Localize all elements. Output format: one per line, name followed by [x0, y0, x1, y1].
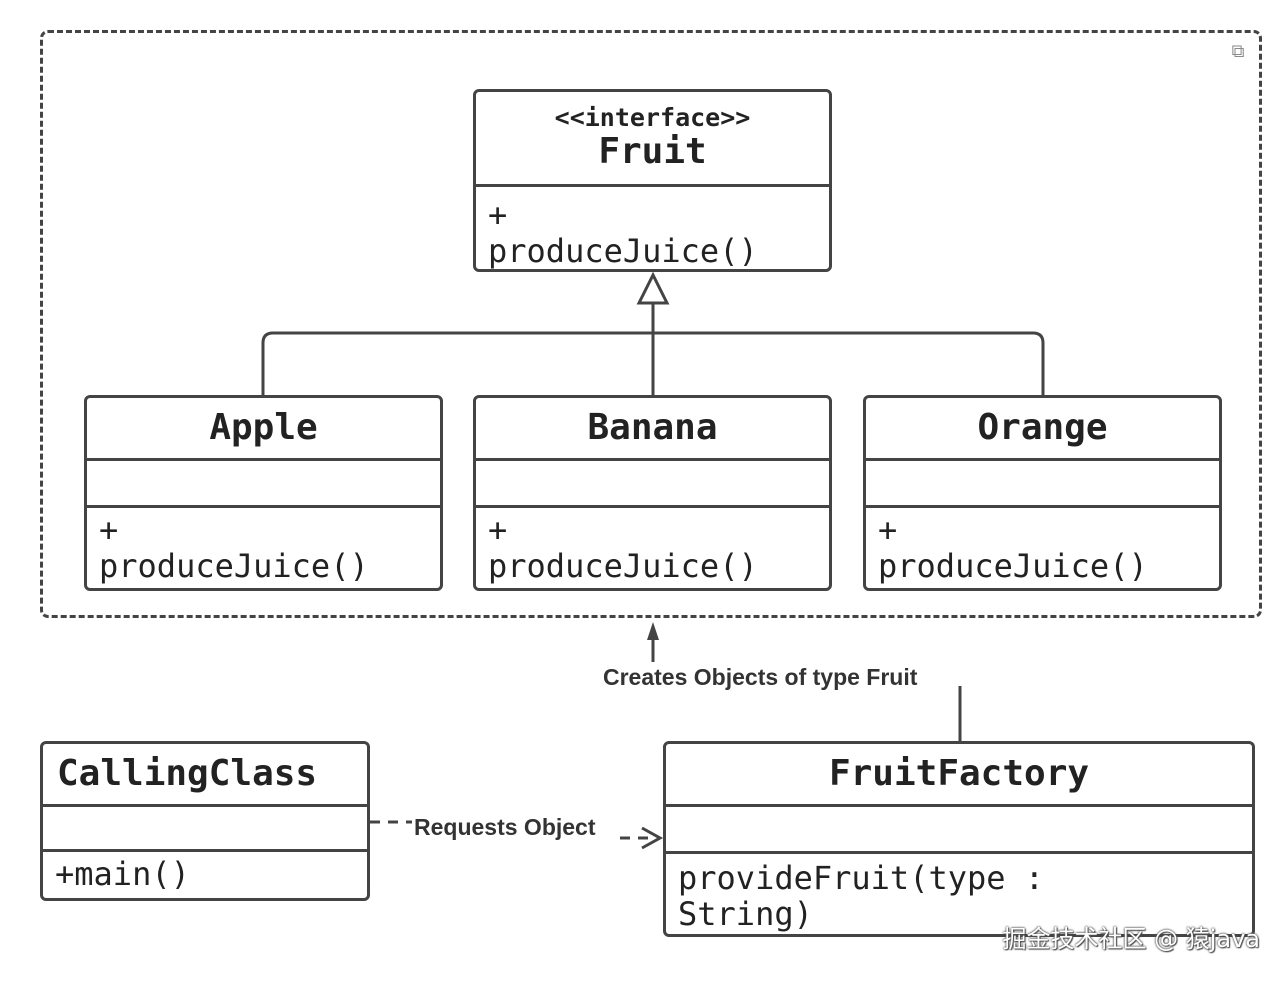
- banana-class: Banana + produceJuice(): [473, 395, 832, 591]
- package-frame: ⧉: [40, 30, 1262, 618]
- class-name: Banana: [587, 407, 718, 448]
- class-name: Apple: [209, 407, 318, 448]
- class-attributes: [866, 461, 1219, 508]
- class-operations: + produceJuice(): [488, 196, 758, 270]
- class-operations: + produceJuice(): [488, 511, 758, 585]
- orange-class: Orange + produceJuice(): [863, 395, 1222, 591]
- class-attributes: [87, 461, 440, 508]
- class-operations: +main(): [55, 855, 190, 893]
- class-operations: + produceJuice(): [99, 511, 369, 585]
- requests-connector: [370, 820, 664, 850]
- class-attributes: [476, 461, 829, 508]
- class-attributes: [666, 807, 1252, 854]
- class-name: FruitFactory: [828, 753, 1090, 794]
- watermark: 掘金技术社区 @ 猿java: [1002, 925, 1260, 953]
- class-name: CallingClass: [57, 753, 318, 794]
- class-name: Orange: [977, 407, 1108, 448]
- class-operations: provideFruit(type : String): [678, 859, 1045, 933]
- apple-class: Apple + produceJuice(): [84, 395, 443, 591]
- class-header: FruitFactory: [666, 744, 1252, 807]
- stereotype-label: <<interface>>: [554, 103, 751, 132]
- fruit-interface: <<interface>> Fruit + produceJuice(): [473, 89, 832, 272]
- creates-connector: [647, 622, 962, 742]
- fruit-interface-header: <<interface>> Fruit: [476, 92, 829, 187]
- requests-object-label: Requests Object: [414, 814, 596, 840]
- class-header: Banana: [476, 398, 829, 461]
- expand-icon[interactable]: ⧉: [1231, 41, 1245, 62]
- fruit-factory-class: FruitFactory provideFruit(type : String): [663, 741, 1255, 937]
- creates-objects-label: Creates Objects of type Fruit: [603, 664, 918, 690]
- class-name: Fruit: [598, 131, 707, 172]
- class-attributes: [43, 807, 367, 852]
- class-operations: + produceJuice(): [878, 511, 1148, 585]
- calling-class: CallingClass +main(): [40, 741, 370, 901]
- class-header: Orange: [866, 398, 1219, 461]
- class-header: CallingClass: [43, 744, 367, 807]
- inheritance-connector: [261, 271, 1045, 395]
- class-header: Apple: [87, 398, 440, 461]
